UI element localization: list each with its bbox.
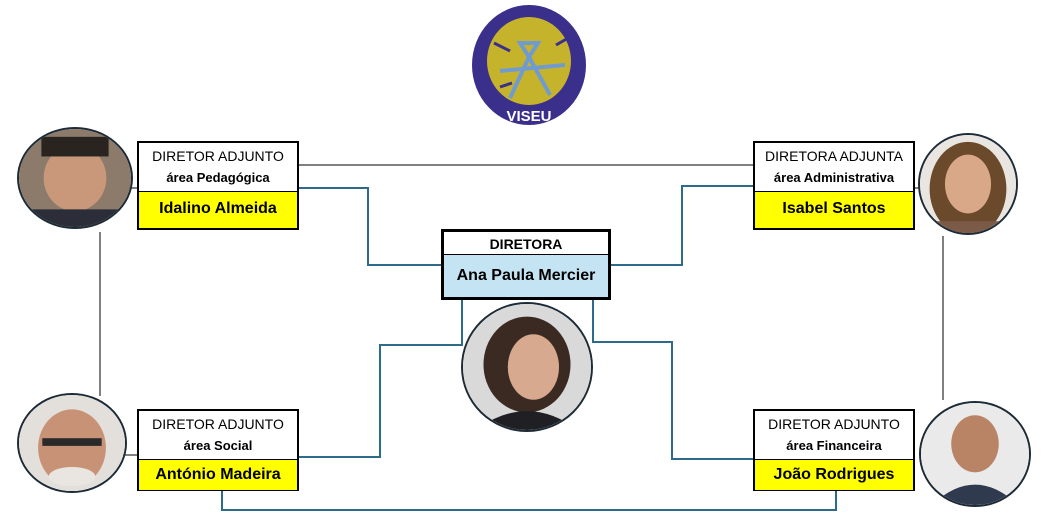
deputy-area: área Administrativa <box>773 170 895 185</box>
deputy-role: DIRETOR ADJUNTO <box>152 148 284 164</box>
connector-bottom <box>221 490 837 511</box>
connector-social <box>298 299 463 458</box>
deputy-role: DIRETOR ADJUNTO <box>152 416 284 432</box>
deputy-card-pedagogica: DIRETOR ADJUNTO área Pedagógica Idalino … <box>137 141 299 230</box>
logo-text: VISEU <box>506 108 551 125</box>
deputy-area: área Financeira <box>786 438 882 453</box>
connector-pedagogica <box>298 187 442 266</box>
deputy-name: Isabel Santos <box>755 191 913 228</box>
director-name: Ana Paula Mercier <box>444 255 608 297</box>
university-logo: VISEU <box>470 3 588 127</box>
deputy-area: área Pedagógica <box>166 170 270 185</box>
director-card: DIRETORA Ana Paula Mercier <box>441 229 611 300</box>
connector-financeira <box>592 299 754 460</box>
deputy-name: João Rodrigues <box>755 459 913 490</box>
photo-ana-paula-mercier <box>461 302 593 432</box>
photo-antonio-madeira <box>17 393 127 493</box>
photo-idalino-almeida <box>17 127 133 229</box>
photo-joao-rodrigues <box>919 401 1031 507</box>
deputy-area: área Social <box>183 438 253 453</box>
deputy-name: Idalino Almeida <box>139 191 297 228</box>
deputy-role: DIRETORA ADJUNTA <box>765 148 903 164</box>
photo-isabel-santos <box>918 133 1018 235</box>
deputy-role: DIRETOR ADJUNTO <box>768 416 900 432</box>
deputy-card-financeira: DIRETOR ADJUNTO área Financeira João Rod… <box>753 409 915 491</box>
deputy-card-administrativa: DIRETORA ADJUNTA área Administrativa Isa… <box>753 141 915 230</box>
connector-administrativa <box>609 185 754 266</box>
deputy-name: António Madeira <box>139 459 297 490</box>
deputy-card-social: DIRETOR ADJUNTO área Social António Made… <box>137 409 299 491</box>
director-role: DIRETORA <box>444 232 608 255</box>
